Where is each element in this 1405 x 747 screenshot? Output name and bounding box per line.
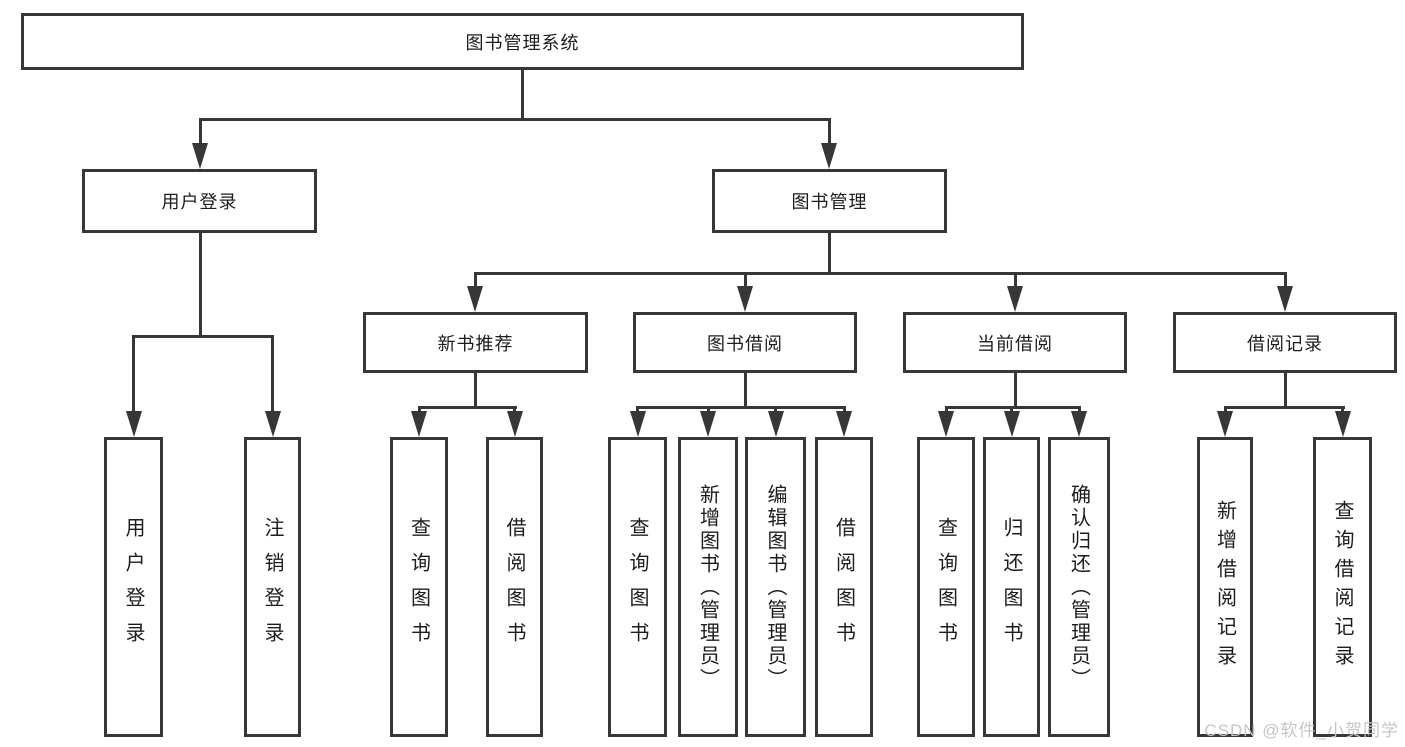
- connector-split: [1224, 406, 1345, 409]
- arrow-down-icon: [1071, 411, 1087, 437]
- node-user-login-label: 用户登录: [161, 192, 238, 212]
- arrow-down-icon: [1335, 411, 1351, 437]
- connector-stem: [199, 118, 202, 146]
- connector-bookmgmt-trunk: [828, 233, 831, 274]
- node-current-borrow-label: 当前借阅: [977, 333, 1053, 354]
- arrow-down-icon: [630, 411, 646, 437]
- node-new-book-recommend-label: 新书推荐: [437, 333, 514, 354]
- node-user-login: 用户登录: [82, 169, 317, 233]
- arrow-down-icon: [411, 411, 427, 437]
- node-book-borrow-label: 图书借阅: [707, 333, 783, 354]
- arrow-down-icon: [1217, 411, 1233, 437]
- leaf-add-borrow-record: 新增借阅记录: [1197, 437, 1253, 737]
- leaf-borrow-query-book: 查询图书: [608, 437, 667, 737]
- arrow-down-icon: [1277, 286, 1293, 312]
- connector-stem: [744, 272, 747, 294]
- leaf-return-book: 归还图书: [983, 437, 1040, 737]
- leaf-borrow-query-book-label: 查询图书: [626, 517, 648, 657]
- leaf-query-borrow-record: 查询借阅记录: [1313, 437, 1372, 737]
- arrow-down-icon: [1004, 411, 1020, 437]
- leaf-confirm-return-admin-label: 确认归还（管理员）: [1067, 483, 1090, 691]
- leaf-current-query-book: 查询图书: [917, 437, 975, 737]
- leaf-borrow-book-label: 借阅图书: [832, 517, 855, 657]
- leaf-edit-book-admin-label: 编辑图书（管理员）: [764, 483, 786, 691]
- leaf-logout-label: 注销登录: [261, 517, 283, 657]
- leaf-confirm-return-admin: 确认归还（管理员）: [1048, 437, 1110, 737]
- connector-root-split: [199, 118, 831, 121]
- leaf-recommend-query-book: 查询图书: [390, 437, 448, 737]
- leaf-borrow-book: 借阅图书: [815, 437, 873, 737]
- arrow-down-icon: [700, 411, 716, 437]
- leaf-logout: 注销登录: [244, 437, 301, 737]
- leaf-recommend-query-book-label: 查询图书: [407, 517, 430, 657]
- connector-stem: [828, 118, 831, 146]
- leaf-return-book-label: 归还图书: [1000, 517, 1022, 657]
- arrow-down-icon: [938, 411, 954, 437]
- arrow-down-icon: [126, 411, 142, 437]
- connector-trunk: [744, 373, 747, 408]
- node-current-borrow: 当前借阅: [903, 312, 1127, 373]
- leaf-user-login-label: 用户登录: [122, 517, 144, 657]
- leaf-user-login: 用户登录: [104, 437, 163, 737]
- connector-stem: [1014, 272, 1017, 294]
- leaf-add-borrow-record-label: 新增借阅记录: [1213, 500, 1236, 674]
- arrow-down-icon: [467, 286, 483, 312]
- arrow-down-icon: [768, 411, 784, 437]
- csdn-watermark: CSDN @软件_小贺同学: [1204, 721, 1399, 740]
- leaf-current-query-book-label: 查询图书: [934, 517, 957, 657]
- leaf-add-book-admin-label: 新增图书（管理员）: [696, 483, 719, 691]
- connector-root-trunk: [521, 70, 524, 120]
- connector-trunk: [474, 373, 477, 408]
- connector-userlogin-trunk: [199, 233, 202, 337]
- connector-stem: [132, 335, 135, 413]
- connector-trunk: [1014, 373, 1017, 408]
- leaf-query-borrow-record-label: 查询借阅记录: [1331, 500, 1353, 674]
- arrow-down-icon: [1007, 286, 1023, 312]
- node-root: 图书管理系统: [21, 13, 1024, 70]
- connector-userlogin-split: [132, 335, 274, 338]
- leaf-recommend-borrow-book: 借阅图书: [486, 437, 543, 737]
- node-book-management-label: 图书管理: [791, 192, 868, 212]
- node-new-book-recommend: 新书推荐: [363, 312, 588, 373]
- connector-stem: [271, 335, 274, 413]
- connector-stem: [1284, 272, 1287, 294]
- connector-split: [945, 406, 1081, 409]
- connector-split: [418, 406, 517, 409]
- connector-split: [636, 406, 846, 409]
- node-book-management: 图书管理: [712, 169, 947, 233]
- node-borrow-records-label: 借阅记录: [1247, 333, 1323, 354]
- connector-trunk: [1284, 373, 1287, 408]
- arrow-down-icon: [737, 286, 753, 312]
- leaf-edit-book-admin: 编辑图书（管理员）: [745, 437, 806, 737]
- arrow-down-icon: [507, 411, 523, 437]
- node-book-borrow: 图书借阅: [633, 312, 857, 373]
- arrow-down-icon: [192, 143, 208, 169]
- arrow-down-icon: [821, 143, 837, 169]
- connector-bookmgmt-split: [474, 272, 1287, 275]
- connector-stem: [474, 272, 477, 294]
- arrow-down-icon: [836, 411, 852, 437]
- arrow-down-icon: [265, 411, 281, 437]
- leaf-recommend-borrow-book-label: 借阅图书: [503, 517, 525, 657]
- node-root-label: 图书管理系统: [465, 32, 580, 53]
- leaf-add-book-admin: 新增图书（管理员）: [678, 437, 738, 737]
- node-borrow-records: 借阅记录: [1173, 312, 1397, 373]
